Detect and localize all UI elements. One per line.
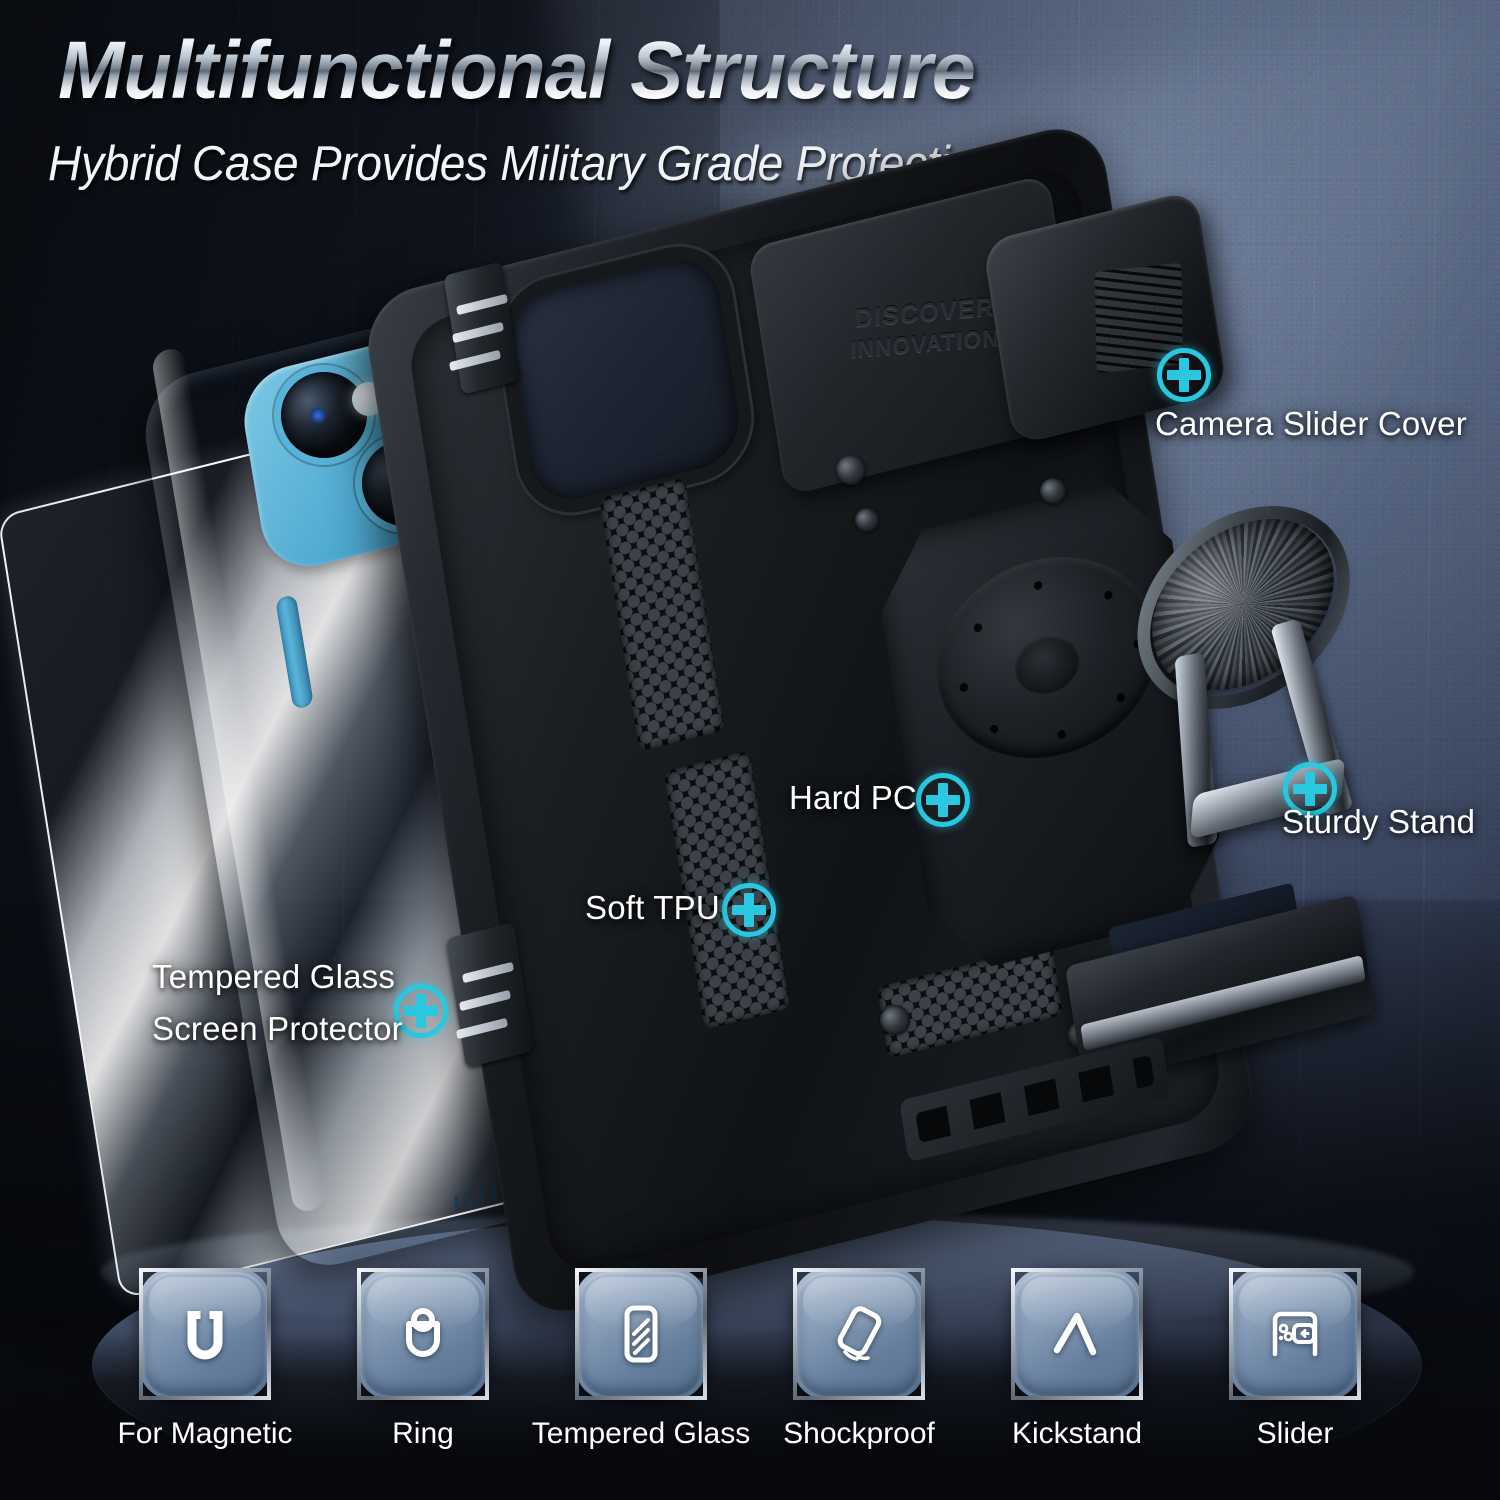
ring-holder-icon xyxy=(406,1308,440,1357)
callout-hard-pc: Hard PC xyxy=(789,779,917,816)
callout-camera-slider-cover: Camera Slider Cover xyxy=(1155,405,1467,442)
plus-icon xyxy=(1157,348,1211,402)
feature-tile[interactable] xyxy=(793,1268,925,1400)
feature-slider[interactable]: Slider xyxy=(1222,1268,1368,1498)
feature-tempered-glass[interactable]: Tempered Glass xyxy=(532,1268,750,1498)
callout-sturdy-stand: Sturdy Stand xyxy=(1282,803,1476,840)
drop-phone-icon xyxy=(837,1306,882,1361)
feature-tile[interactable] xyxy=(1011,1268,1143,1400)
feature-ring[interactable]: Ring xyxy=(350,1268,496,1498)
feature-label: Slider xyxy=(1256,1417,1334,1450)
feature-kickstand[interactable]: Kickstand xyxy=(1004,1268,1150,1498)
feature-label: Tempered Glass xyxy=(531,1417,751,1450)
feature-icon-row: For Magnetic Ring Tempered Glass xyxy=(0,1268,1500,1498)
feature-shockproof[interactable]: Shockproof xyxy=(783,1268,935,1498)
page-title: Multifunctional Structure xyxy=(58,25,976,116)
feature-for-magnetic[interactable]: For Magnetic xyxy=(117,1268,293,1498)
magnet-icon xyxy=(187,1311,223,1360)
callout-tempered-glass-line1: Tempered Glass xyxy=(152,958,396,995)
kickstand-icon xyxy=(1053,1312,1097,1356)
plus-icon xyxy=(916,773,970,827)
feature-tile[interactable] xyxy=(139,1268,271,1400)
glass-screen-icon xyxy=(624,1305,658,1363)
feature-tile[interactable] xyxy=(1229,1268,1361,1400)
plus-icon xyxy=(722,883,776,937)
feature-label: Ring xyxy=(392,1417,454,1450)
callout-tempered-glass-line2: Screen Protector xyxy=(152,1010,403,1047)
plus-icon xyxy=(394,984,448,1038)
callout-soft-tpu: Soft TPU xyxy=(585,889,720,926)
plus-icon xyxy=(1283,762,1337,816)
feature-label: Kickstand xyxy=(1011,1417,1143,1450)
camera-slider-icon xyxy=(1272,1311,1318,1357)
feature-tile[interactable] xyxy=(357,1268,489,1400)
feature-tile[interactable] xyxy=(575,1268,707,1400)
feature-label: Shockproof xyxy=(783,1417,935,1450)
feature-label: For Magnetic xyxy=(117,1417,293,1450)
